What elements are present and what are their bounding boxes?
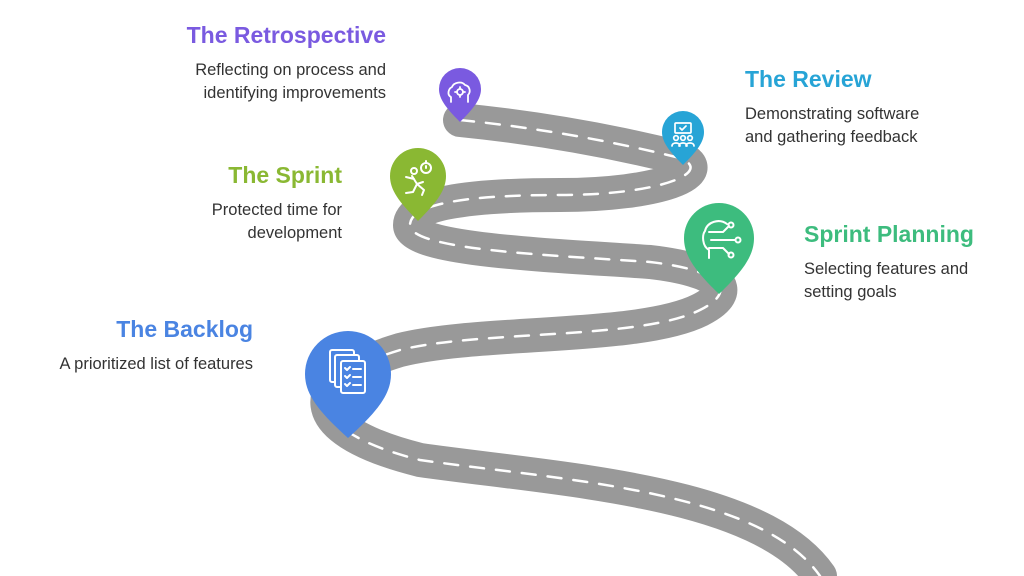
stage-description: Protected time for development: [211, 201, 342, 242]
pin-backlog[interactable]: [305, 331, 391, 438]
stage-title: The Review: [745, 66, 872, 92]
pin-review[interactable]: [662, 111, 704, 165]
stage-title: Sprint Planning: [804, 221, 974, 247]
stage-description: Selecting features and setting goals: [804, 260, 969, 301]
stage-label-backlog: The Backlog A prioritized list of featur…: [59, 315, 253, 376]
road-lane-markings: [326, 118, 822, 576]
brain-gear-icon: [447, 81, 471, 103]
road: [310, 103, 837, 576]
stage-description: Demonstrating software and gathering fee…: [745, 105, 920, 146]
stage-description: Reflecting on process and identifying im…: [195, 61, 386, 102]
pin-planning[interactable]: [684, 203, 754, 294]
stage-description: A prioritized list of features: [59, 355, 253, 373]
stage-title: The Retrospective: [186, 22, 386, 48]
stage-label-retrospective: The Retrospective Reflecting on process …: [187, 21, 386, 105]
stage-title: The Sprint: [228, 162, 342, 188]
runner-stopwatch-icon: [405, 160, 432, 196]
checklist-documents-icon: [329, 349, 366, 394]
stage-title: The Backlog: [116, 316, 253, 342]
stage-label-planning: Sprint Planning Selecting features and s…: [804, 220, 974, 304]
stage-label-review: The Review Demonstrating software and ga…: [745, 65, 919, 149]
pin-sprint[interactable]: [390, 148, 446, 221]
presentation-audience-icon: [671, 122, 695, 147]
stage-label-sprint: The Sprint Protected time for developmen…: [212, 161, 342, 245]
pin-retrospective[interactable]: [439, 68, 481, 122]
head-circuit-icon: [702, 220, 742, 259]
